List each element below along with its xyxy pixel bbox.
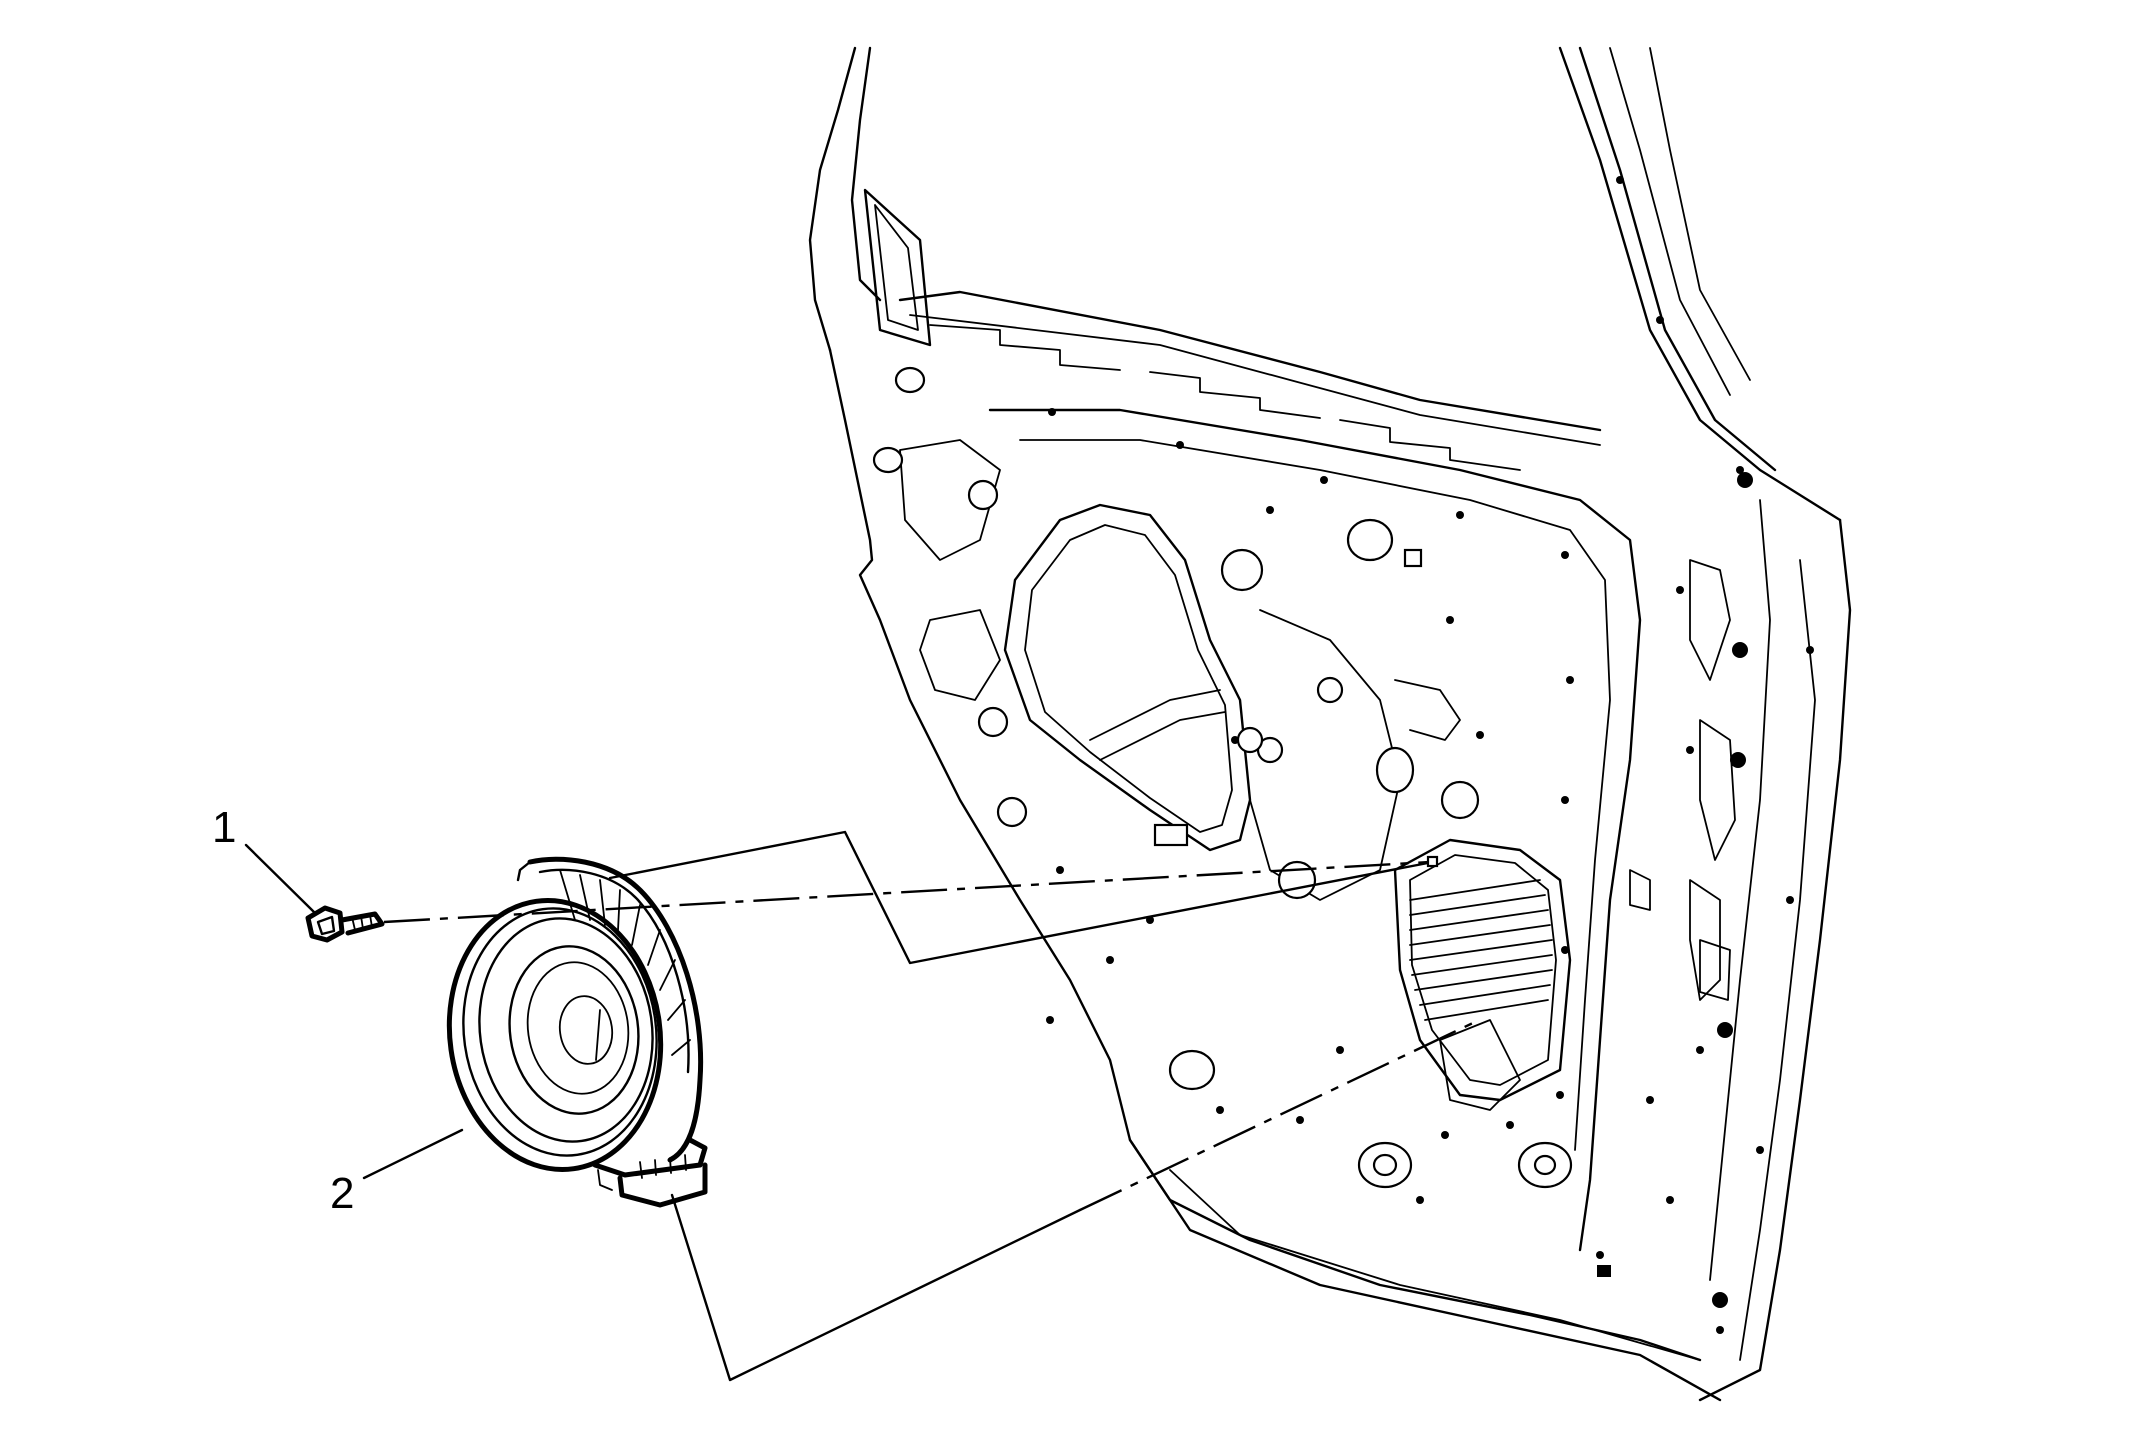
callout-1-leader [244,843,317,915]
installation-guide-lines [383,830,1476,1382]
speaker-assembly [446,856,708,1208]
callout-1: 1 [212,803,317,915]
callout-2-number: 2 [330,1169,354,1218]
speaker-grille-hatching [1409,879,1553,1021]
callout-2: 2 [330,1128,464,1218]
door-inner-panel [808,46,1852,1402]
callout-1-number: 1 [212,803,236,852]
callout-2-leader [362,1128,464,1180]
bolt-fastener [305,905,385,943]
